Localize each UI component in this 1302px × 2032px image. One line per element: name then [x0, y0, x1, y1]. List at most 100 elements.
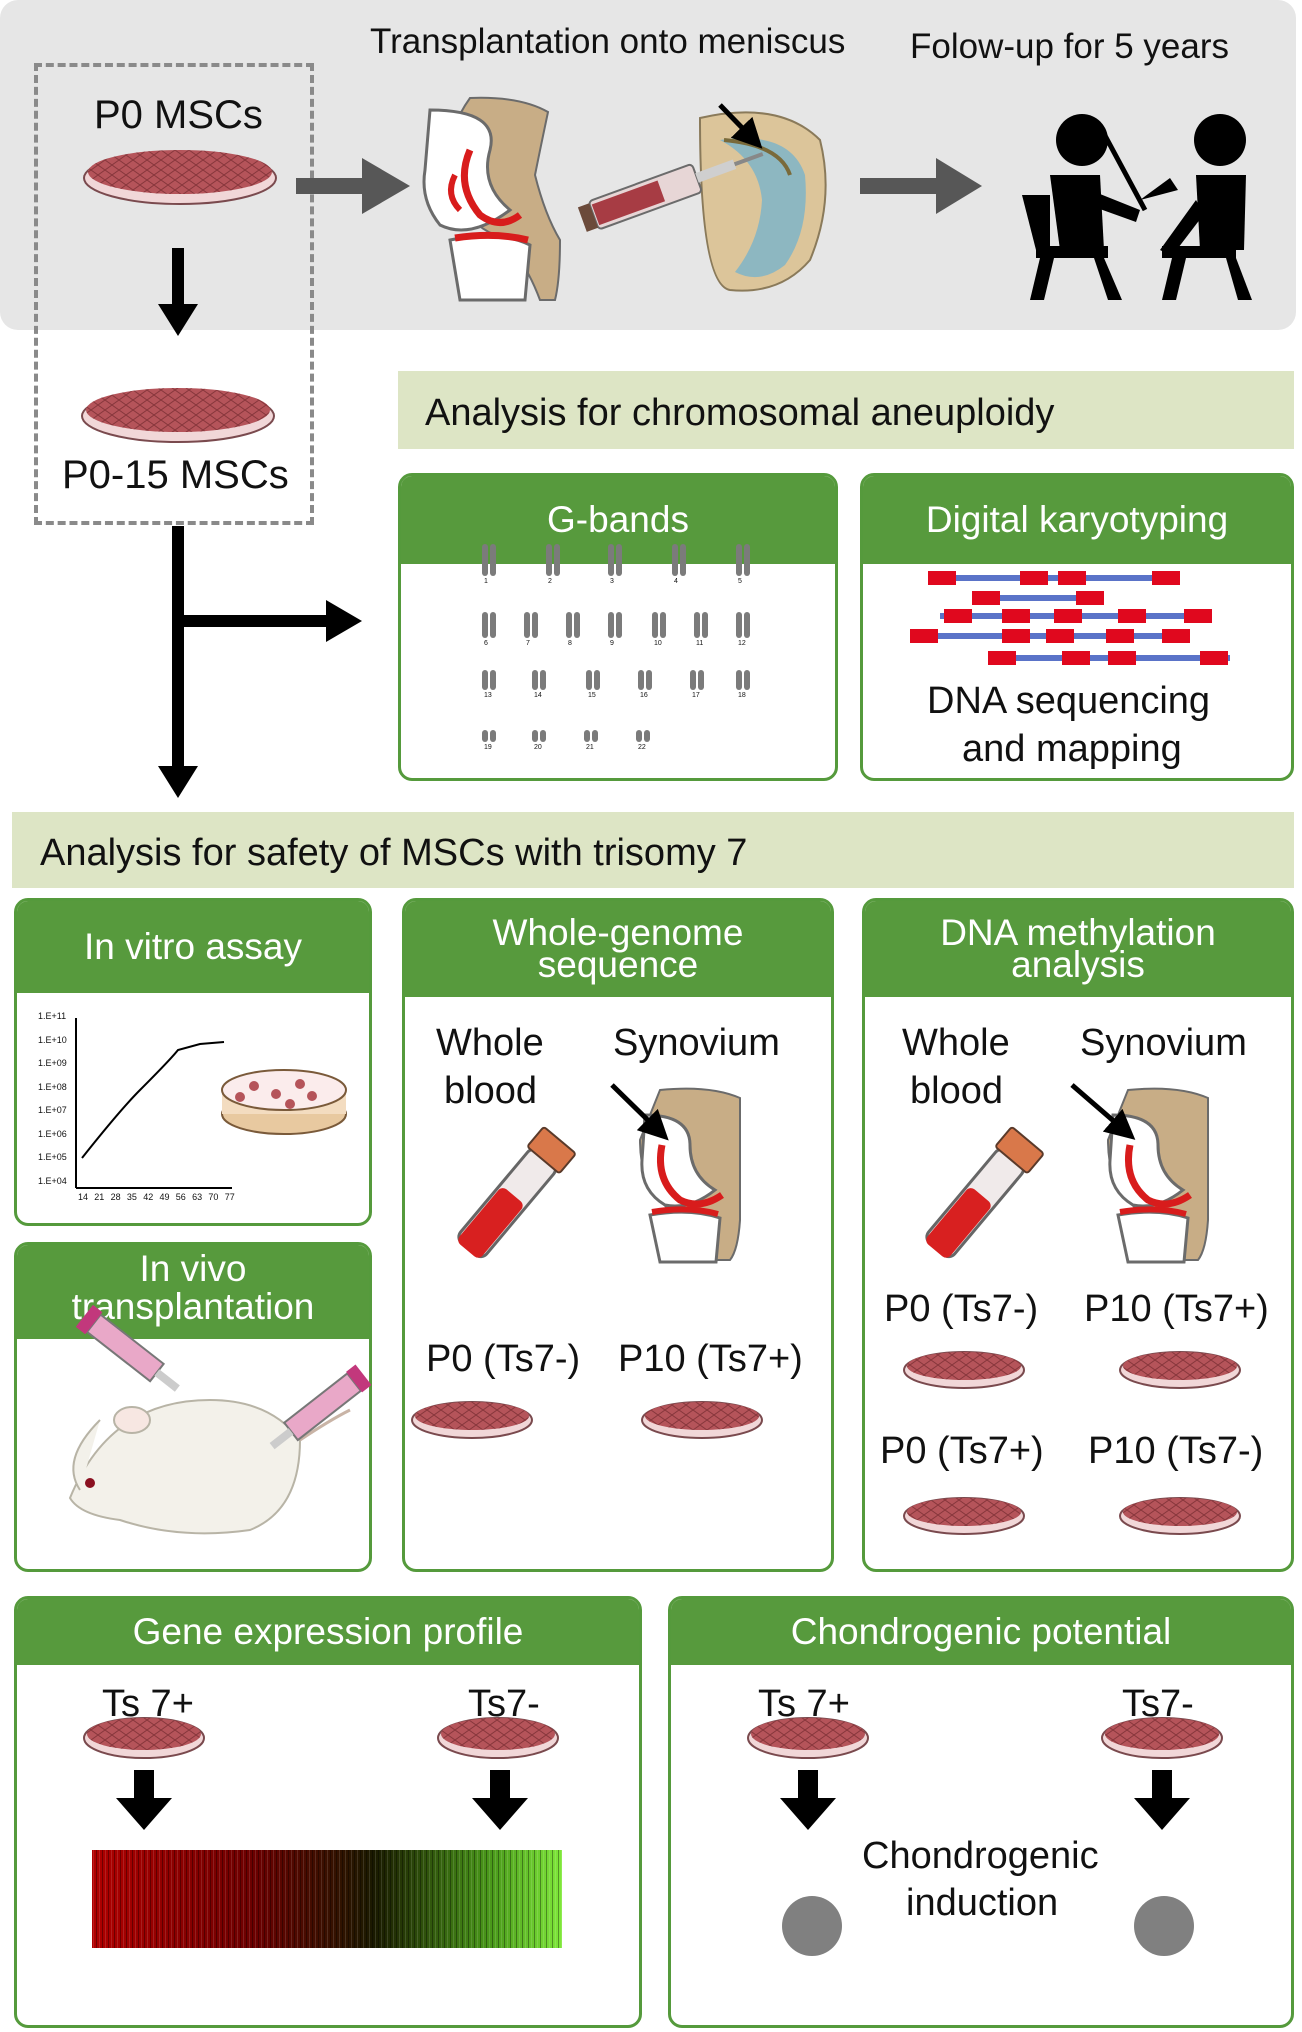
chromosome	[608, 612, 614, 638]
chromosome	[540, 730, 546, 742]
chromosome	[744, 670, 750, 690]
x-tick-label: 77	[224, 1192, 235, 1202]
gene-expression-title: Gene expression profile	[17, 1599, 639, 1665]
petri-dish-p015	[81, 388, 275, 443]
chromosome	[736, 544, 742, 576]
wgs-title-line1: Whole-genome	[492, 912, 744, 953]
chromosome	[592, 730, 598, 742]
chromosome	[490, 670, 496, 690]
chromosome-number: 6	[484, 640, 488, 647]
aneuploidy-title: Analysis for chromosomal aneuploidy	[425, 392, 1055, 434]
x-tick-label: 56	[175, 1192, 186, 1202]
x-tick-label: 28	[110, 1192, 121, 1202]
in-vivo-title-line2: transplantation	[71, 1286, 315, 1327]
gene-arrow-right	[472, 1770, 528, 1830]
meth-p0-pos-label: P0 (Ts7+)	[880, 1430, 1044, 1472]
in-vivo-header: In vivo transplantation	[17, 1245, 369, 1339]
in-vitro-title: In vitro assay	[17, 901, 369, 993]
mouse-transplant-illustration	[68, 1304, 372, 1535]
chromosome	[660, 612, 666, 638]
chondro-ts7neg-label: Ts7-	[1122, 1683, 1194, 1725]
mapping-caption: and mapping	[962, 728, 1182, 770]
chromosome	[554, 544, 560, 576]
methylation-title-line2: analysis	[1011, 944, 1145, 985]
chromosome	[698, 670, 704, 690]
chromosome-number: 18	[738, 692, 746, 699]
meniscus-injection-illustration	[577, 103, 827, 292]
wgs-whole-label: Whole	[436, 1022, 544, 1064]
petri-dish-wgs-p0	[411, 1401, 533, 1439]
chromosome	[540, 670, 546, 690]
y-tick-label: 1.E+04	[38, 1175, 67, 1186]
chromosome-number: 20	[534, 744, 542, 751]
chromosome	[690, 670, 696, 690]
chromosome	[608, 544, 614, 576]
wgs-blood-label: blood	[444, 1070, 537, 1112]
digital-karyotyping-panel: Digital karyotyping	[860, 473, 1294, 781]
culture-dish-icon	[221, 1069, 347, 1135]
petri-dish-gene-ts7pos	[83, 1717, 205, 1759]
knee-synovium-wgs	[610, 1083, 742, 1264]
chromosome	[680, 544, 686, 576]
meth-whole-label: Whole	[902, 1022, 1010, 1064]
in-vivo-title-line1: In vivo	[139, 1248, 247, 1289]
chromosome	[574, 612, 580, 638]
chromosome-number: 4	[674, 578, 678, 585]
chromosome	[616, 612, 622, 638]
msc-dashed-box	[34, 63, 314, 525]
chromosome	[594, 670, 600, 690]
methylation-title-line1: DNA methylation	[940, 912, 1216, 953]
chromosome	[490, 730, 496, 742]
y-tick-label: 1.E+07	[38, 1105, 67, 1115]
safety-title: Analysis for safety of MSCs with trisomy…	[40, 832, 748, 874]
x-tick-label: 21	[94, 1192, 105, 1202]
chromosome-number: 11	[696, 640, 704, 647]
chromosome	[566, 612, 572, 638]
chromosome	[646, 670, 652, 690]
petri-dish-meth-p0-neg	[903, 1351, 1025, 1389]
chromosome	[616, 544, 622, 576]
chromosome	[736, 670, 742, 690]
chromosome	[584, 730, 590, 742]
chromosome-number: 16	[640, 692, 648, 699]
growth-curve-chart	[75, 1018, 232, 1189]
wgs-title-line2: sequence	[537, 944, 699, 985]
chromosome	[524, 612, 530, 638]
safety-section-bar	[12, 812, 1294, 888]
y-tick-label: 1.E+09	[38, 1058, 67, 1068]
y-tick-label: 1.E+08	[38, 1081, 67, 1092]
petri-dish-wgs-p10	[641, 1401, 763, 1439]
petri-dish-meth-p0-pos	[903, 1497, 1025, 1535]
petri-dish-meth-p10-pos	[1119, 1351, 1241, 1389]
blood-tube-methylation	[925, 1126, 1044, 1259]
chromosome	[744, 612, 750, 638]
digital-karyotype-graphic	[910, 571, 1230, 665]
petri-dish-chondro-ts7neg	[1101, 1717, 1223, 1759]
y-tick-label: 1.E+05	[38, 1152, 67, 1162]
gene-ts7neg-label: Ts7-	[468, 1683, 540, 1725]
gene-expression-panel: Gene expression profile	[14, 1596, 642, 2028]
x-tick-label: 35	[126, 1192, 137, 1202]
chromosome	[672, 544, 678, 576]
gray-arrow-to-transplant	[296, 158, 410, 214]
petri-dish-p0	[83, 150, 277, 205]
chromosome	[694, 612, 700, 638]
petri-dish-chondro-ts7pos	[747, 1717, 869, 1759]
x-tick-label: 42	[143, 1192, 154, 1202]
chromosome	[482, 670, 488, 690]
gene-arrow-left	[116, 1770, 172, 1830]
x-tick-label: 14	[78, 1192, 89, 1202]
petri-dish-meth-p10-neg	[1119, 1497, 1241, 1535]
meth-synovium-label: Synovium	[1080, 1022, 1247, 1064]
chondro-arrow-right	[1134, 1770, 1190, 1830]
aneuploidy-section-bar	[398, 371, 1294, 449]
y-tick-label: 1.E+11	[38, 1011, 67, 1021]
p015-msc-label: P0-15 MSCs	[62, 453, 289, 497]
chromosome	[482, 612, 488, 638]
chondro-induction-line2: induction	[906, 1882, 1059, 1924]
chromosome	[532, 612, 538, 638]
methylation-header: DNA methylation analysis	[865, 901, 1291, 997]
arrow-p0-to-p015	[158, 248, 198, 336]
chromosome	[586, 670, 592, 690]
